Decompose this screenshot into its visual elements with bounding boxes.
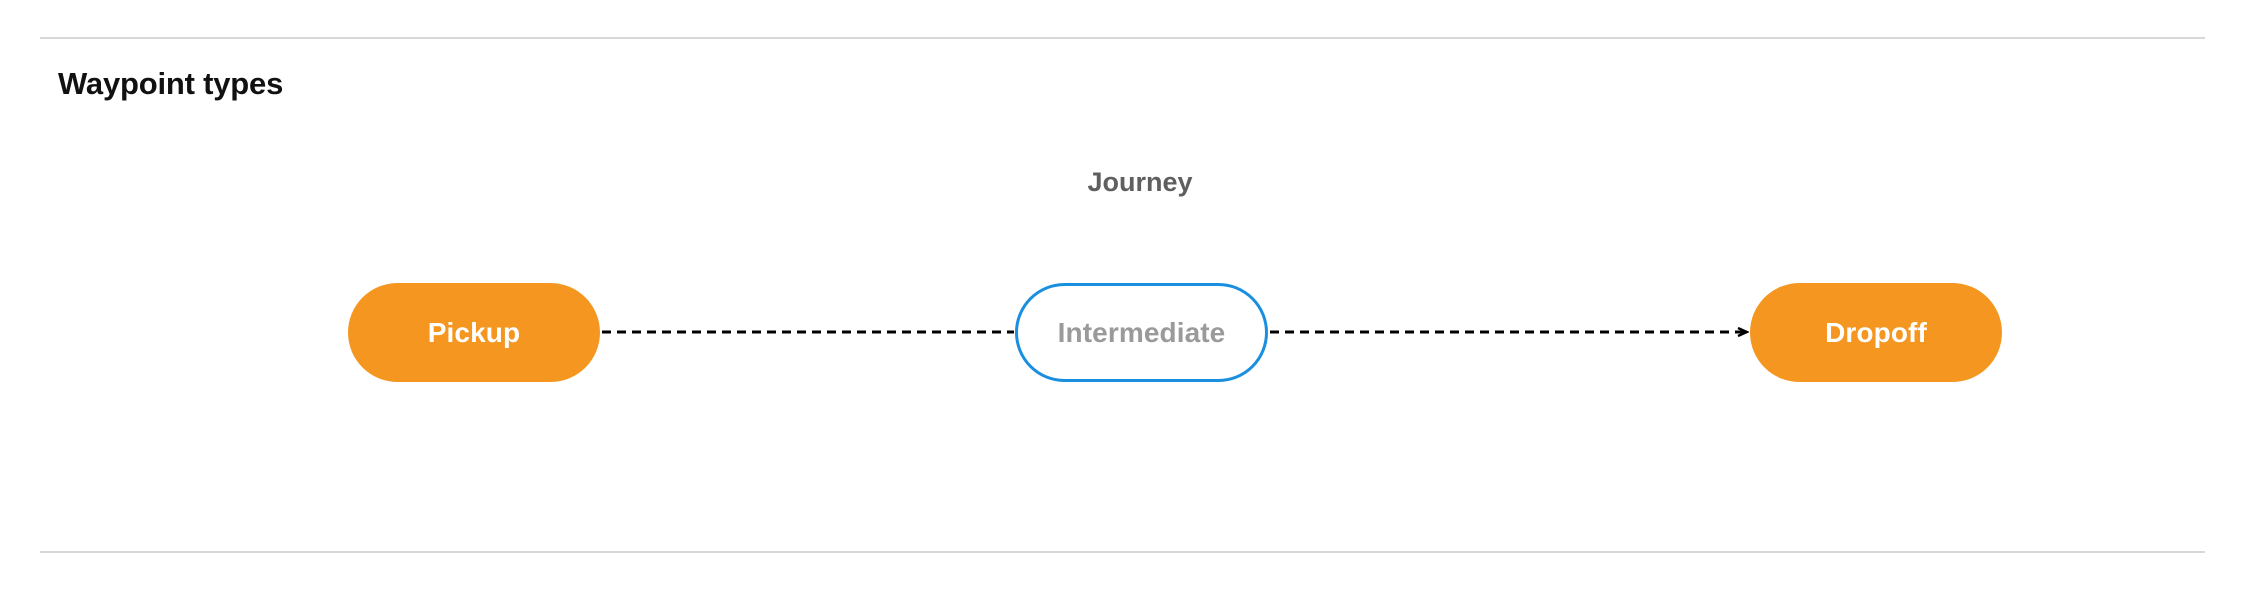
node-dropoff[interactable]: Dropoff <box>1750 283 2002 382</box>
node-intermediate[interactable]: Intermediate <box>1015 283 1268 382</box>
page-title: Waypoint types <box>58 66 284 101</box>
node-intermediate-label: Intermediate <box>1057 316 1226 348</box>
node-pickup[interactable]: Pickup <box>348 283 600 382</box>
diagram-label-journey: Journey <box>1087 167 1193 197</box>
node-pickup-label: Pickup <box>427 316 521 348</box>
section-divider-top <box>40 37 2205 39</box>
node-dropoff-label: Dropoff <box>1825 316 1927 348</box>
section-divider-bottom <box>40 551 2205 553</box>
